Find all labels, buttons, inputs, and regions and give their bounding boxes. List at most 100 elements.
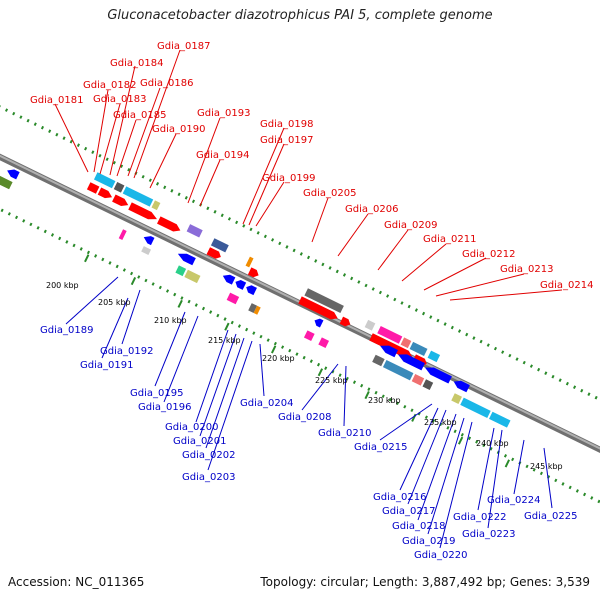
gene-arrow[interactable]: [128, 202, 158, 222]
gene-label[interactable]: Gdia_0205: [303, 188, 356, 199]
gene-box[interactable]: [382, 359, 414, 381]
gene-arrow[interactable]: [142, 234, 155, 246]
gene-arrow[interactable]: [157, 216, 182, 234]
gene-box[interactable]: [427, 350, 441, 363]
gene-label[interactable]: Gdia_0184: [110, 58, 163, 69]
gene-label[interactable]: Gdia_0193: [197, 108, 250, 119]
gene-arrow[interactable]: [298, 296, 339, 322]
gene-label[interactable]: Gdia_0185: [113, 110, 166, 121]
gene-box[interactable]: [175, 265, 187, 277]
gene-label[interactable]: Gdia_0192: [100, 346, 153, 357]
gene-label[interactable]: Gdia_0194: [196, 150, 249, 161]
gene-arrow[interactable]: [176, 250, 196, 266]
position-label: 200 kbp: [46, 281, 79, 290]
gene-arrow[interactable]: [396, 351, 425, 371]
gene-box[interactable]: [210, 238, 229, 253]
gene-box[interactable]: [303, 330, 315, 342]
gene-box[interactable]: [184, 269, 201, 284]
gene-arrow[interactable]: [97, 187, 114, 200]
bottom-gene-labels: Gdia_0189 Gdia_0192 Gdia_0191 Gdia_0195 …: [40, 325, 577, 561]
gene-label[interactable]: Gdia_0181: [30, 95, 83, 106]
gene-label[interactable]: Gdia_0212: [462, 249, 515, 260]
gene-arrow[interactable]: [206, 247, 223, 260]
gene-label[interactable]: Gdia_0219: [402, 536, 455, 547]
gene-box[interactable]: [372, 354, 385, 367]
reverse-strand-genes: [0, 167, 511, 428]
gene-label[interactable]: Gdia_0201: [173, 436, 226, 447]
gene-arrow[interactable]: [313, 317, 324, 328]
gene-box[interactable]: [364, 319, 376, 331]
gene-label[interactable]: Gdia_0220: [414, 550, 467, 561]
gene-label[interactable]: Gdia_0210: [318, 428, 371, 439]
gene-arrow[interactable]: [452, 378, 470, 393]
gene-label[interactable]: Gdia_0218: [392, 521, 445, 532]
gene-label[interactable]: Gdia_0215: [354, 442, 407, 453]
gene-label[interactable]: Gdia_0195: [130, 388, 183, 399]
gene-label[interactable]: Gdia_0202: [182, 450, 235, 461]
gene-label[interactable]: Gdia_0211: [423, 234, 476, 245]
gene-box[interactable]: [245, 256, 254, 268]
gene-arrow[interactable]: [378, 342, 398, 358]
gene-label[interactable]: Gdia_0206: [345, 204, 398, 215]
gene-label[interactable]: Gdia_0183: [93, 94, 146, 105]
gene-arrow[interactable]: [423, 364, 452, 384]
gene-box[interactable]: [141, 246, 152, 255]
gene-label[interactable]: Gdia_0198: [260, 119, 313, 130]
gene-box[interactable]: [118, 229, 127, 241]
gene-box[interactable]: [113, 181, 125, 193]
gene-label[interactable]: Gdia_0199: [262, 173, 315, 184]
gene-box[interactable]: [253, 305, 261, 315]
gene-label[interactable]: Gdia_0209: [384, 220, 437, 231]
gene-box[interactable]: [304, 288, 344, 314]
gene-box[interactable]: [377, 326, 403, 344]
gene-arrow[interactable]: [244, 284, 257, 296]
gene-arrow[interactable]: [234, 278, 247, 290]
gene-label[interactable]: Gdia_0216: [373, 492, 426, 503]
gene-box[interactable]: [451, 393, 462, 404]
gene-label[interactable]: Gdia_0187: [157, 41, 210, 52]
gene-box[interactable]: [151, 200, 161, 211]
gene-label[interactable]: Gdia_0182: [83, 80, 136, 91]
position-label: 210 kbp: [154, 316, 187, 325]
lower-guide-line: [0, 124, 600, 566]
gene-box[interactable]: [400, 337, 412, 349]
gene-label[interactable]: Gdia_0196: [138, 402, 191, 413]
gene-box[interactable]: [318, 337, 330, 349]
gene-label[interactable]: Gdia_0191: [80, 360, 133, 371]
gene-label[interactable]: Gdia_0224: [487, 495, 540, 506]
gene-box[interactable]: [411, 373, 425, 386]
gene-label[interactable]: Gdia_0225: [524, 511, 577, 522]
gene-label[interactable]: Gdia_0203: [182, 472, 235, 483]
gene-label[interactable]: Gdia_0223: [462, 529, 515, 540]
gene-arrow[interactable]: [369, 333, 414, 360]
gene-label[interactable]: Gdia_0200: [165, 422, 218, 433]
gene-label[interactable]: Gdia_0197: [260, 135, 313, 146]
gene-label[interactable]: Gdia_0190: [152, 124, 205, 135]
gene-box[interactable]: [248, 303, 258, 313]
gene-box[interactable]: [422, 379, 434, 390]
gene-arrow[interactable]: [112, 194, 130, 208]
gene-box[interactable]: [460, 397, 491, 419]
gene-box[interactable]: [489, 411, 511, 428]
gene-arrow[interactable]: [5, 167, 20, 180]
gene-box[interactable]: [186, 224, 203, 238]
gene-box[interactable]: [409, 341, 428, 357]
gene-box[interactable]: [226, 292, 240, 305]
gene-label[interactable]: Gdia_0204: [240, 398, 293, 409]
gene-box[interactable]: [93, 172, 116, 189]
gene-label[interactable]: Gdia_0214: [540, 280, 593, 291]
gene-label[interactable]: Gdia_0217: [382, 506, 435, 517]
gene-label[interactable]: Gdia_0189: [40, 325, 93, 336]
gene-label[interactable]: Gdia_0186: [140, 78, 193, 89]
gene-label[interactable]: Gdia_0208: [278, 412, 331, 423]
gene-arrow[interactable]: [339, 316, 352, 329]
gene-box[interactable]: [0, 173, 13, 190]
gene-label[interactable]: Gdia_0222: [453, 512, 506, 523]
gene-arrow[interactable]: [221, 272, 236, 285]
gene-arrow[interactable]: [86, 182, 100, 194]
gene-label[interactable]: Gdia_0213: [500, 264, 553, 275]
gene-box[interactable]: [122, 186, 154, 207]
position-labels: 200 kbp 205 kbp 210 kbp 215 kbp 220 kbp …: [46, 281, 563, 471]
gene-arrow[interactable]: [247, 267, 260, 279]
